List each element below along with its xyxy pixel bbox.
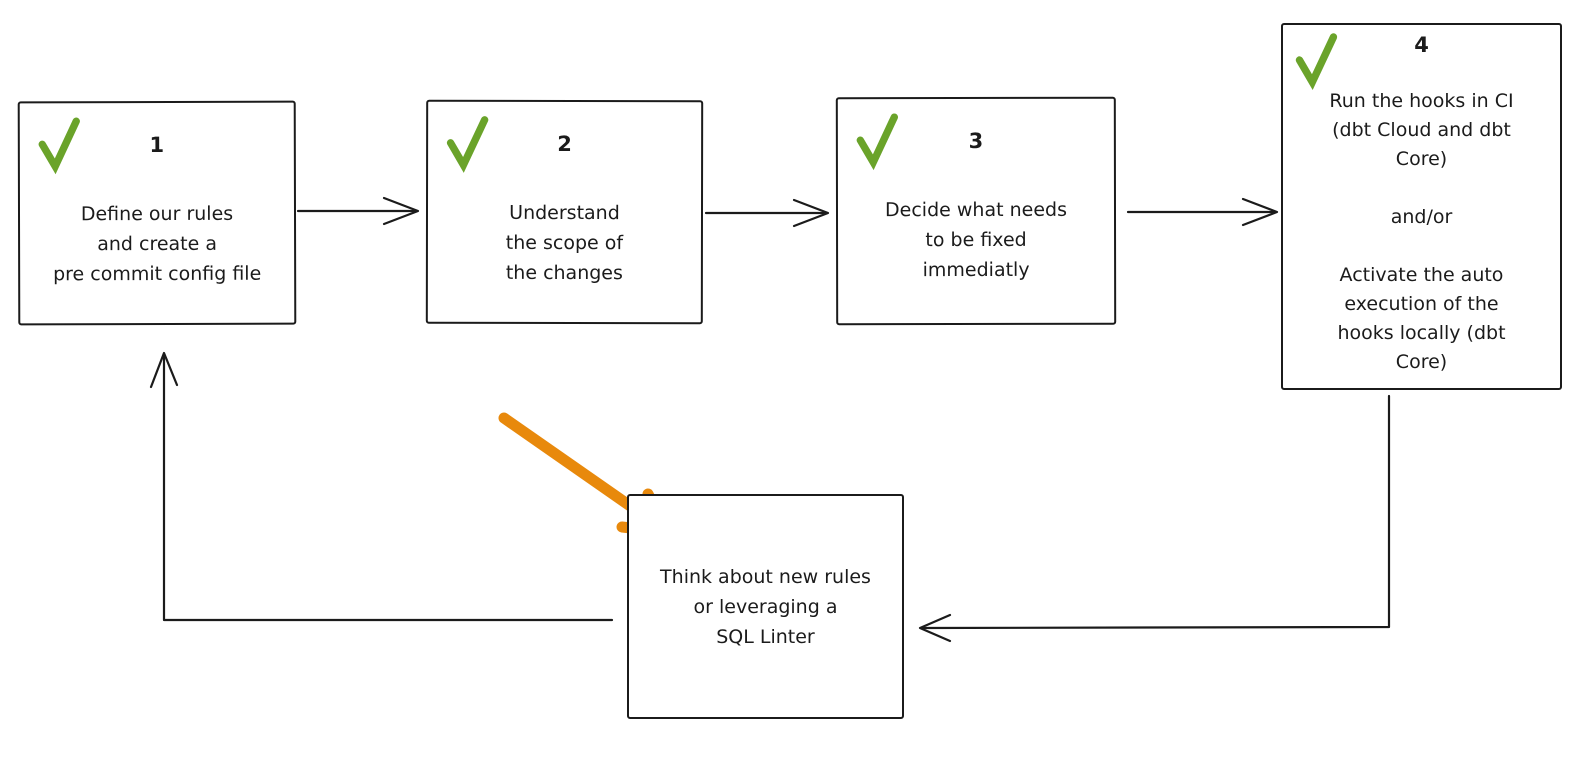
step-box-3: 3 Decide what needs to be fixed immediat… <box>835 96 1117 326</box>
step-number: 4 <box>1414 33 1429 57</box>
step-text: Think about new rules or leveraging a SQ… <box>660 566 871 648</box>
checkmark-icon <box>38 117 80 175</box>
step-number: 2 <box>557 131 572 157</box>
step-box-4: 4 Run the hooks in CI (dbt Cloud and dbt… <box>1281 23 1562 390</box>
step-text: Decide what needs to be fixed immediatly <box>885 198 1067 282</box>
step-box-2: 2 Understand the scope of the changes <box>425 99 704 325</box>
step-box-1: 1 Define our rules and create a pre comm… <box>17 100 297 326</box>
arrow-feedback-step1 <box>149 351 614 622</box>
arrow-step4-feedback <box>918 394 1391 643</box>
checkmark-icon <box>446 116 489 173</box>
feedback-box: Think about new rules or leveraging a SQ… <box>627 494 904 719</box>
arrow-step2-step3 <box>704 198 830 228</box>
step-text: Run the hooks in CI (dbt Cloud and dbt C… <box>1329 90 1514 373</box>
step-text: Define our rules and create a pre commit… <box>53 202 262 286</box>
step-number: 1 <box>149 132 165 158</box>
checkmark-icon <box>1295 33 1338 90</box>
arrow-step1-step2 <box>296 196 420 226</box>
checkmark-icon <box>856 113 898 171</box>
step-text: Understand the scope of the changes <box>505 201 624 285</box>
step-number: 3 <box>968 128 984 154</box>
arrow-step3-step4 <box>1126 197 1279 227</box>
